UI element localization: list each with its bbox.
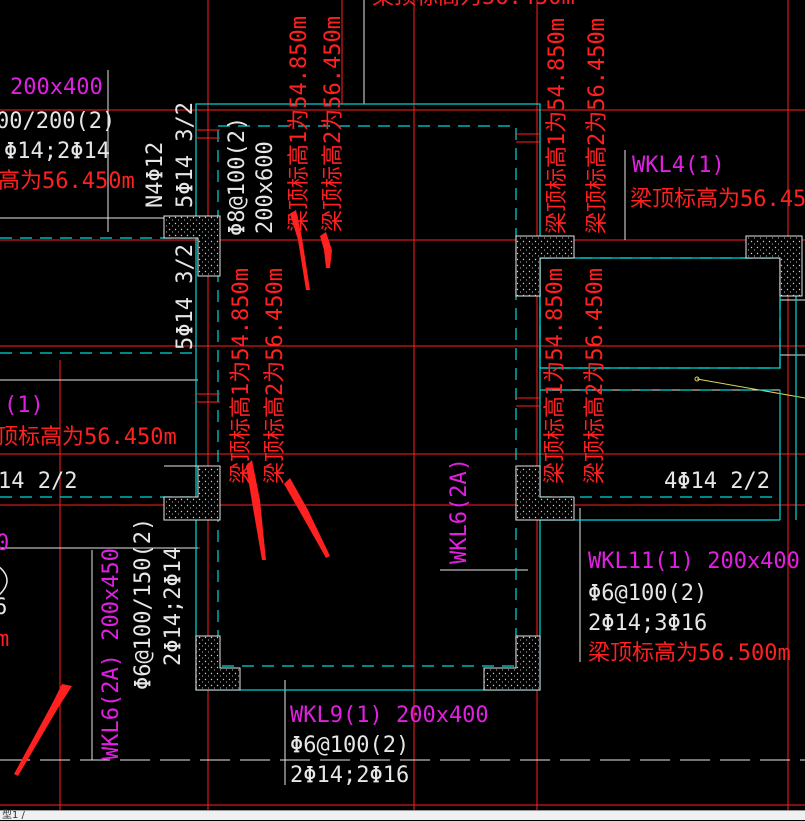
wkl6-left-rebar: 2Φ14;2Φ14	[161, 547, 186, 666]
wkl4-label: WKL4(1)	[632, 153, 725, 178]
wkl11-elev: 梁顶标高为56.500m	[588, 641, 791, 666]
arrow-3	[246, 460, 266, 560]
status-text: 型1 /	[2, 810, 25, 821]
wkl9-rebar: 2Φ14;2Φ16	[290, 763, 409, 788]
mid-elev-1: 梁顶标高1为54.850m	[229, 268, 254, 484]
col1-stirrup: Φ8@100(2)	[225, 117, 250, 236]
wkl4-elev: 梁顶标高为56.450m	[630, 187, 805, 212]
rebar-5phi14-bottom: 5Φ14 3/2	[173, 244, 198, 350]
wkl6-left-label: WKL6(2A) 200x450	[99, 548, 124, 760]
n4-label: N4Φ12	[143, 142, 168, 208]
wkl11-label: WKL11(1) 200x400	[588, 549, 800, 574]
right-mid-elev-2: 梁顶标高2为56.450m	[583, 268, 608, 484]
arrow-1	[290, 210, 310, 290]
wkl6-center-label: WKL6(2A)	[447, 458, 472, 564]
arrow-4	[284, 478, 330, 558]
right-mid-elev-1: 梁顶标高1为54.850m	[543, 268, 568, 484]
tick-marks	[196, 129, 540, 407]
arrow-5	[14, 684, 72, 776]
wkl9-stirrup: Φ6@100(2)	[290, 733, 409, 758]
right-top-elev-2: 梁顶标高2为56.450m	[585, 18, 610, 234]
left-fragment-6: 6	[0, 595, 7, 620]
left-beam-rebar: Φ14;2Φ14	[4, 139, 110, 164]
cyan-beam-outlines	[0, 103, 797, 691]
col1-elev-2: 梁顶标高2为56.450m	[321, 16, 346, 232]
top-cut-elevation: 梁顶标高为56.450m	[372, 0, 575, 10]
yellow-lines	[694, 376, 805, 399]
col1-elev-1: 梁顶标高1为54.850m	[287, 16, 312, 232]
col1-dim: 200x600	[253, 141, 278, 234]
right-rebar-4phi14: 4Φ14 2/2	[664, 469, 770, 494]
arrow-2	[320, 232, 332, 268]
annotation-text: 梁顶标高为56.450m 200x400 00/200(2) Φ14;2Φ14 …	[0, 0, 805, 788]
mid-elev-2: 梁顶标高2为56.450m	[263, 268, 288, 484]
red-arrows	[14, 210, 332, 776]
left-beam-1: (1)	[4, 393, 44, 418]
left-beam-stirrup: 00/200(2)	[0, 109, 115, 134]
wkl6-left-stirrup: Φ6@100/150(2)	[131, 518, 156, 690]
left-fragment-m: m	[0, 627, 9, 652]
left-rebar-14: 14 2/2	[0, 469, 77, 494]
right-top-elev-1: 梁顶标高1为54.850m	[545, 18, 570, 234]
wkl11-stirrup: Φ6@100(2)	[588, 581, 707, 606]
wkl9-label: WKL9(1) 200x400	[290, 703, 489, 728]
left-beam-elev: 高为56.450m	[0, 169, 135, 194]
left-fragment-0: 0	[0, 531, 9, 556]
wkl11-rebar: 2Φ14;3Φ16	[588, 611, 707, 636]
left-beam-elev-2: 顶标高为56.450m	[0, 425, 177, 450]
left-beam-dim: 200x400	[10, 75, 103, 100]
hatched-columns	[163, 215, 803, 691]
rebar-5phi14-top: 5Φ14 3/2	[173, 102, 198, 208]
status-strip: 型1 /	[0, 810, 805, 821]
